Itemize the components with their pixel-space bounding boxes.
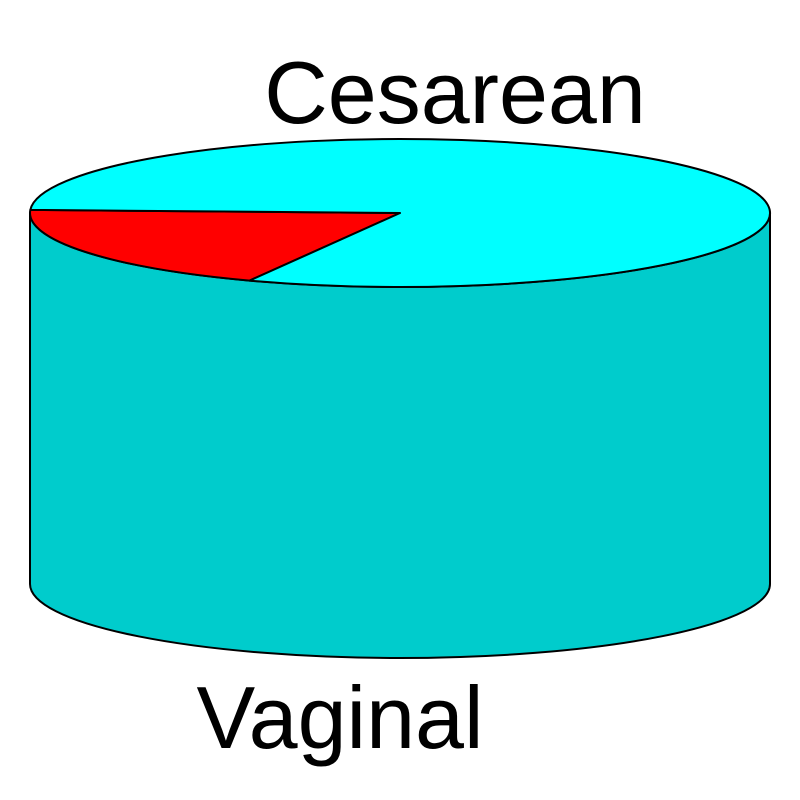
pie-slice-cesarean [29,208,401,282]
slice-label-cesarean: Cesarean [264,43,646,142]
slice-label-vaginal: Vaginal [196,668,483,767]
pie-slice-vaginal [29,138,771,288]
pie-slices [29,138,771,288]
slice-labels: Cesarean Vaginal [196,43,645,767]
